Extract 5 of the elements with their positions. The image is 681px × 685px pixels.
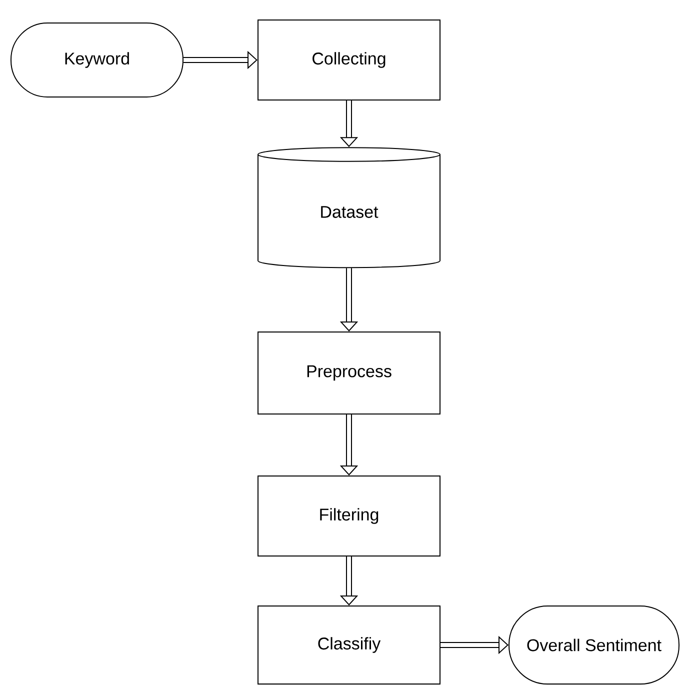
process-box: Collecting xyxy=(258,20,440,100)
process-box: Preprocess xyxy=(258,332,440,414)
process-box: Classifiy xyxy=(258,606,440,684)
database-cylinder: Dataset xyxy=(258,147,440,268)
process-box: Filtering xyxy=(258,476,440,556)
